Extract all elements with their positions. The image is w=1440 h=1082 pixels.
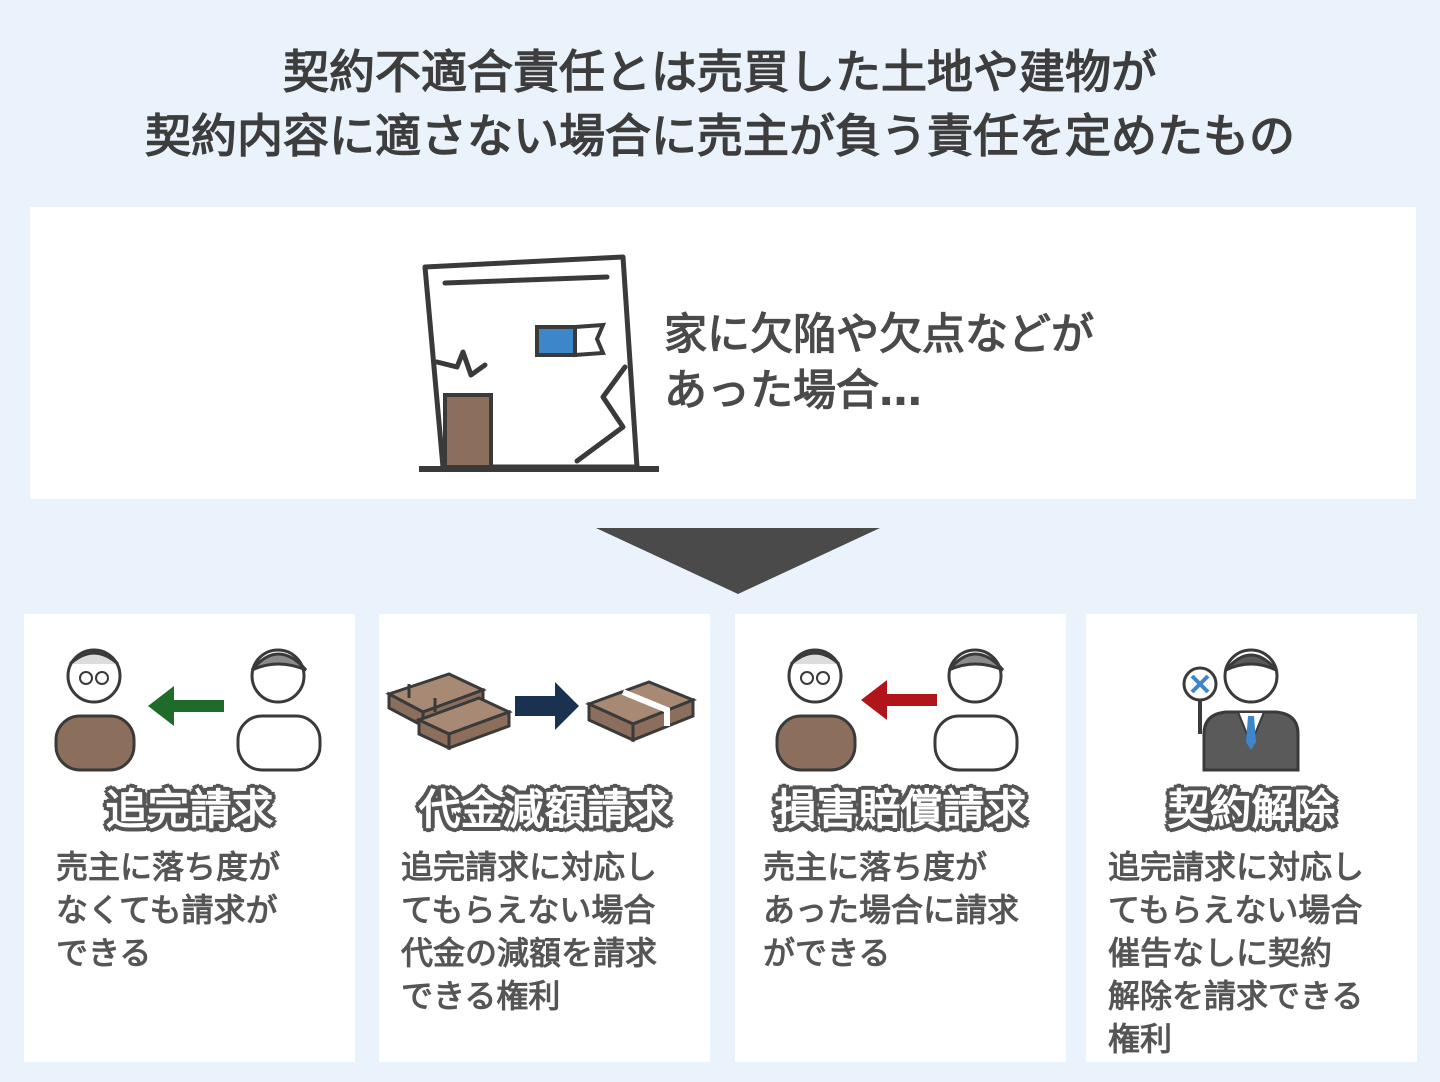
page-title: 契約不適合責任とは売買した土地や建物が 契約内容に適さない場合に売主が負う責任を… bbox=[0, 40, 1440, 168]
money-stack-icon bbox=[385, 672, 513, 751]
elder-young-red-arrow-illustration bbox=[775, 648, 1019, 772]
elderly-man-icon bbox=[775, 648, 857, 772]
card-damages-claim: 損害賠償請求 売主に落ち度が あった場合に請求 ができる bbox=[735, 614, 1066, 1062]
businessman-icon bbox=[1202, 648, 1300, 772]
young-man-icon bbox=[933, 648, 1019, 772]
title-line-2: 契約内容に適さない場合に売主が負う責任を定めたもの bbox=[145, 109, 1295, 163]
card-description: 追完請求に対応し てもらえない場合 代金の減額を請求 できる権利 bbox=[401, 848, 658, 1015]
title-line-1: 契約不適合責任とは売買した土地や建物が bbox=[283, 45, 1157, 99]
elder-young-green-arrow-illustration bbox=[54, 648, 322, 772]
card-price-reduction: 代金減額請求 追完請求に対応し てもらえない場合 代金の減額を請求 できる権利 bbox=[379, 614, 710, 1062]
card-description: 追完請求に対応し てもらえない場合 催告なしに契約 解除を請求できる 権利 bbox=[1108, 848, 1365, 1058]
card-title: 追完請求 bbox=[105, 785, 274, 834]
businessman-x-sign-illustration bbox=[1182, 648, 1300, 772]
defect-line-1: 家に欠陥や欠点などが bbox=[664, 310, 1094, 360]
money-bundles-illustration bbox=[385, 672, 697, 751]
young-man-icon bbox=[236, 648, 322, 772]
x-sign-icon bbox=[1182, 666, 1218, 734]
defect-panel: 家に欠陥や欠点などが あった場合… bbox=[30, 207, 1416, 499]
damaged-house-icon bbox=[419, 254, 659, 472]
money-bundle-icon bbox=[585, 680, 697, 743]
card-description: 売主に落ち度が あった場合に請求 ができる bbox=[763, 848, 1020, 972]
card-title: 損害賠償請求 bbox=[774, 785, 1027, 834]
down-arrow-icon bbox=[596, 528, 880, 594]
card-title: 代金減額請求 bbox=[418, 785, 671, 834]
card-contract-termination: 契約解除 追完請求に対応し てもらえない場合 催告なしに契約 解除を請求できる … bbox=[1086, 614, 1417, 1062]
card-description: 売主に落ち度が なくても請求が できる bbox=[56, 848, 281, 972]
card-additional-completion: 追完請求 売主に落ち度が なくても請求が できる bbox=[24, 614, 355, 1062]
defect-line-2: あった場合… bbox=[664, 366, 922, 416]
defect-caption: 家に欠陥や欠点などが あった場合… bbox=[664, 307, 1094, 419]
card-title: 契約解除 bbox=[1167, 785, 1336, 834]
elderly-man-icon bbox=[54, 648, 136, 772]
